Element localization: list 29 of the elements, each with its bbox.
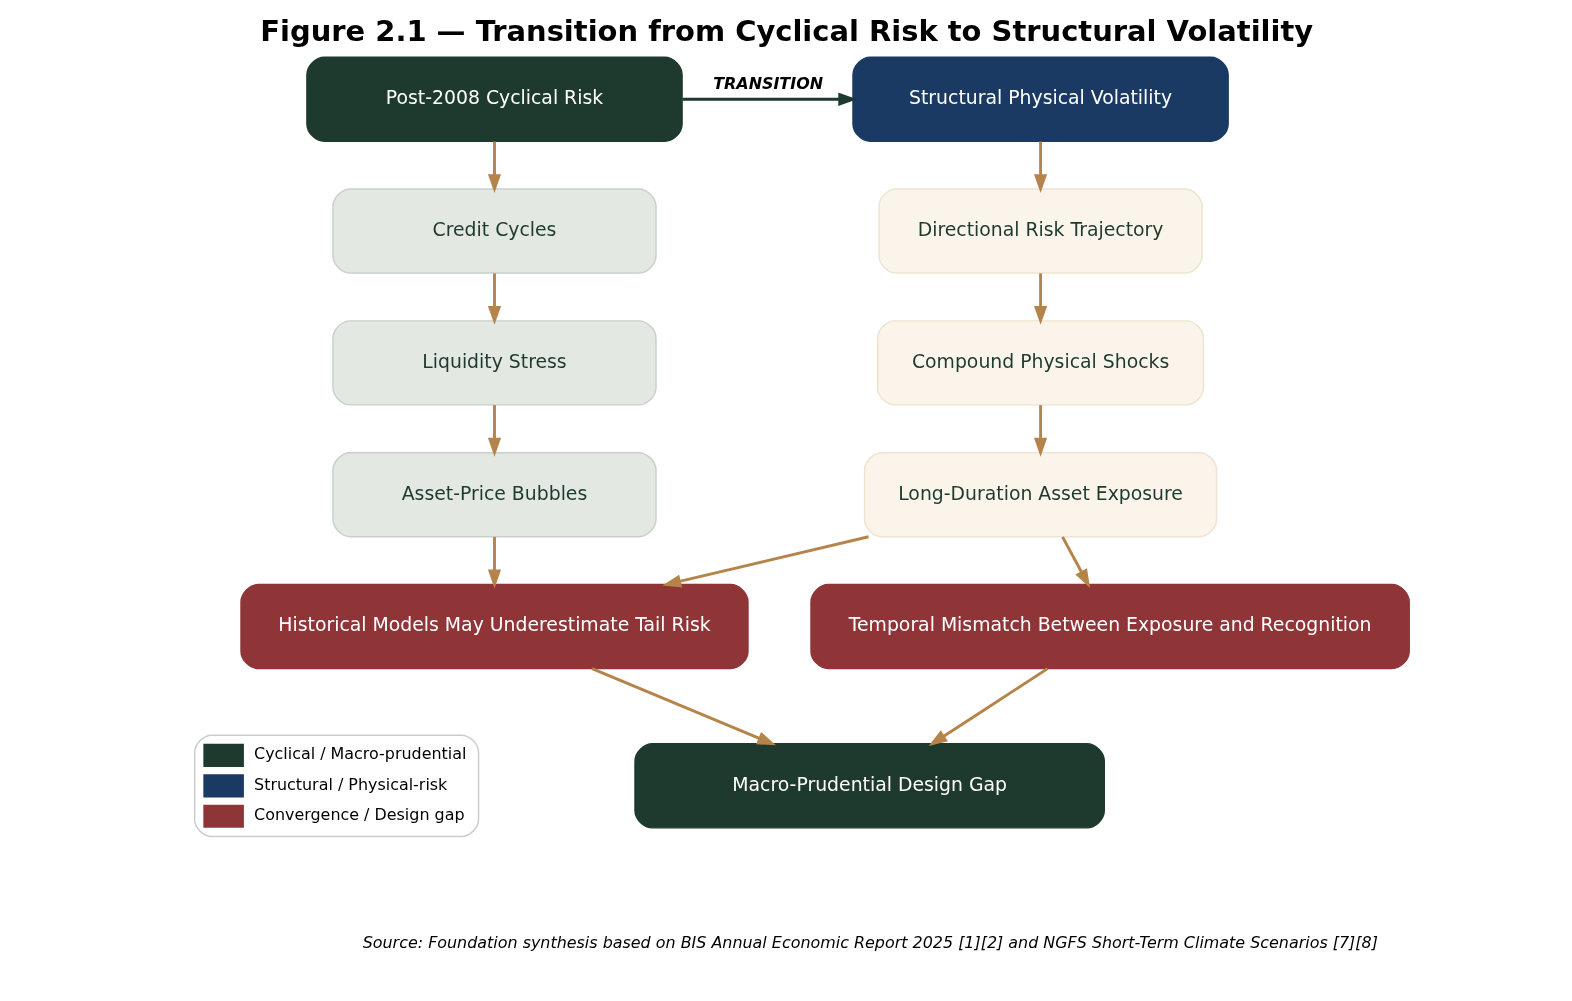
arrow <box>1033 405 1048 457</box>
arrow <box>1033 141 1048 194</box>
node-box: Post-2008 Cyclical Risk <box>306 56 683 142</box>
node-box: Liquidity Stress <box>332 320 657 406</box>
node-box: Compound Physical Shocks <box>876 320 1205 406</box>
legend-label: Cyclical / Macro-prudential <box>254 744 467 764</box>
arrow <box>487 273 502 325</box>
arrow <box>662 535 869 588</box>
arrow <box>487 536 502 589</box>
node-box: Temporal Mismatch Between Exposure and Recognition <box>810 583 1410 670</box>
diagram-title: Figure 2.1 — Transition from Cyclical Risk to Structural Volatility <box>260 14 1314 49</box>
caption: Source: Foundation synthesis based on BIS Annual Economic Report 2025 [1][2] and NGFS Short-Term Climate Scenarios [7][8] <box>362 932 1378 952</box>
arrow <box>928 667 1049 747</box>
arrow <box>487 141 502 194</box>
arrow <box>1033 273 1048 325</box>
node-box: Structural Physical Volatility <box>852 56 1229 142</box>
node-box: Macro-Prudential Design Gap <box>634 743 1106 829</box>
arrow <box>591 667 776 746</box>
arrow <box>487 405 502 457</box>
arrow <box>1061 536 1091 588</box>
legend-label: Convergence / Design gap <box>254 805 465 825</box>
node-box: Long-Duration Asset Exposure <box>863 451 1218 538</box>
node-box: Asset-Price Bubbles <box>332 451 657 538</box>
arrow <box>682 92 858 106</box>
legend-label: Structural / Physical-risk <box>254 774 448 794</box>
node-box: Credit Cycles <box>332 188 657 274</box>
node-box: Directional Risk Trajectory <box>878 188 1203 274</box>
edge-label: TRANSITION <box>713 73 824 93</box>
node-box: Historical Models May Underestimate Tail Risk <box>240 583 749 670</box>
